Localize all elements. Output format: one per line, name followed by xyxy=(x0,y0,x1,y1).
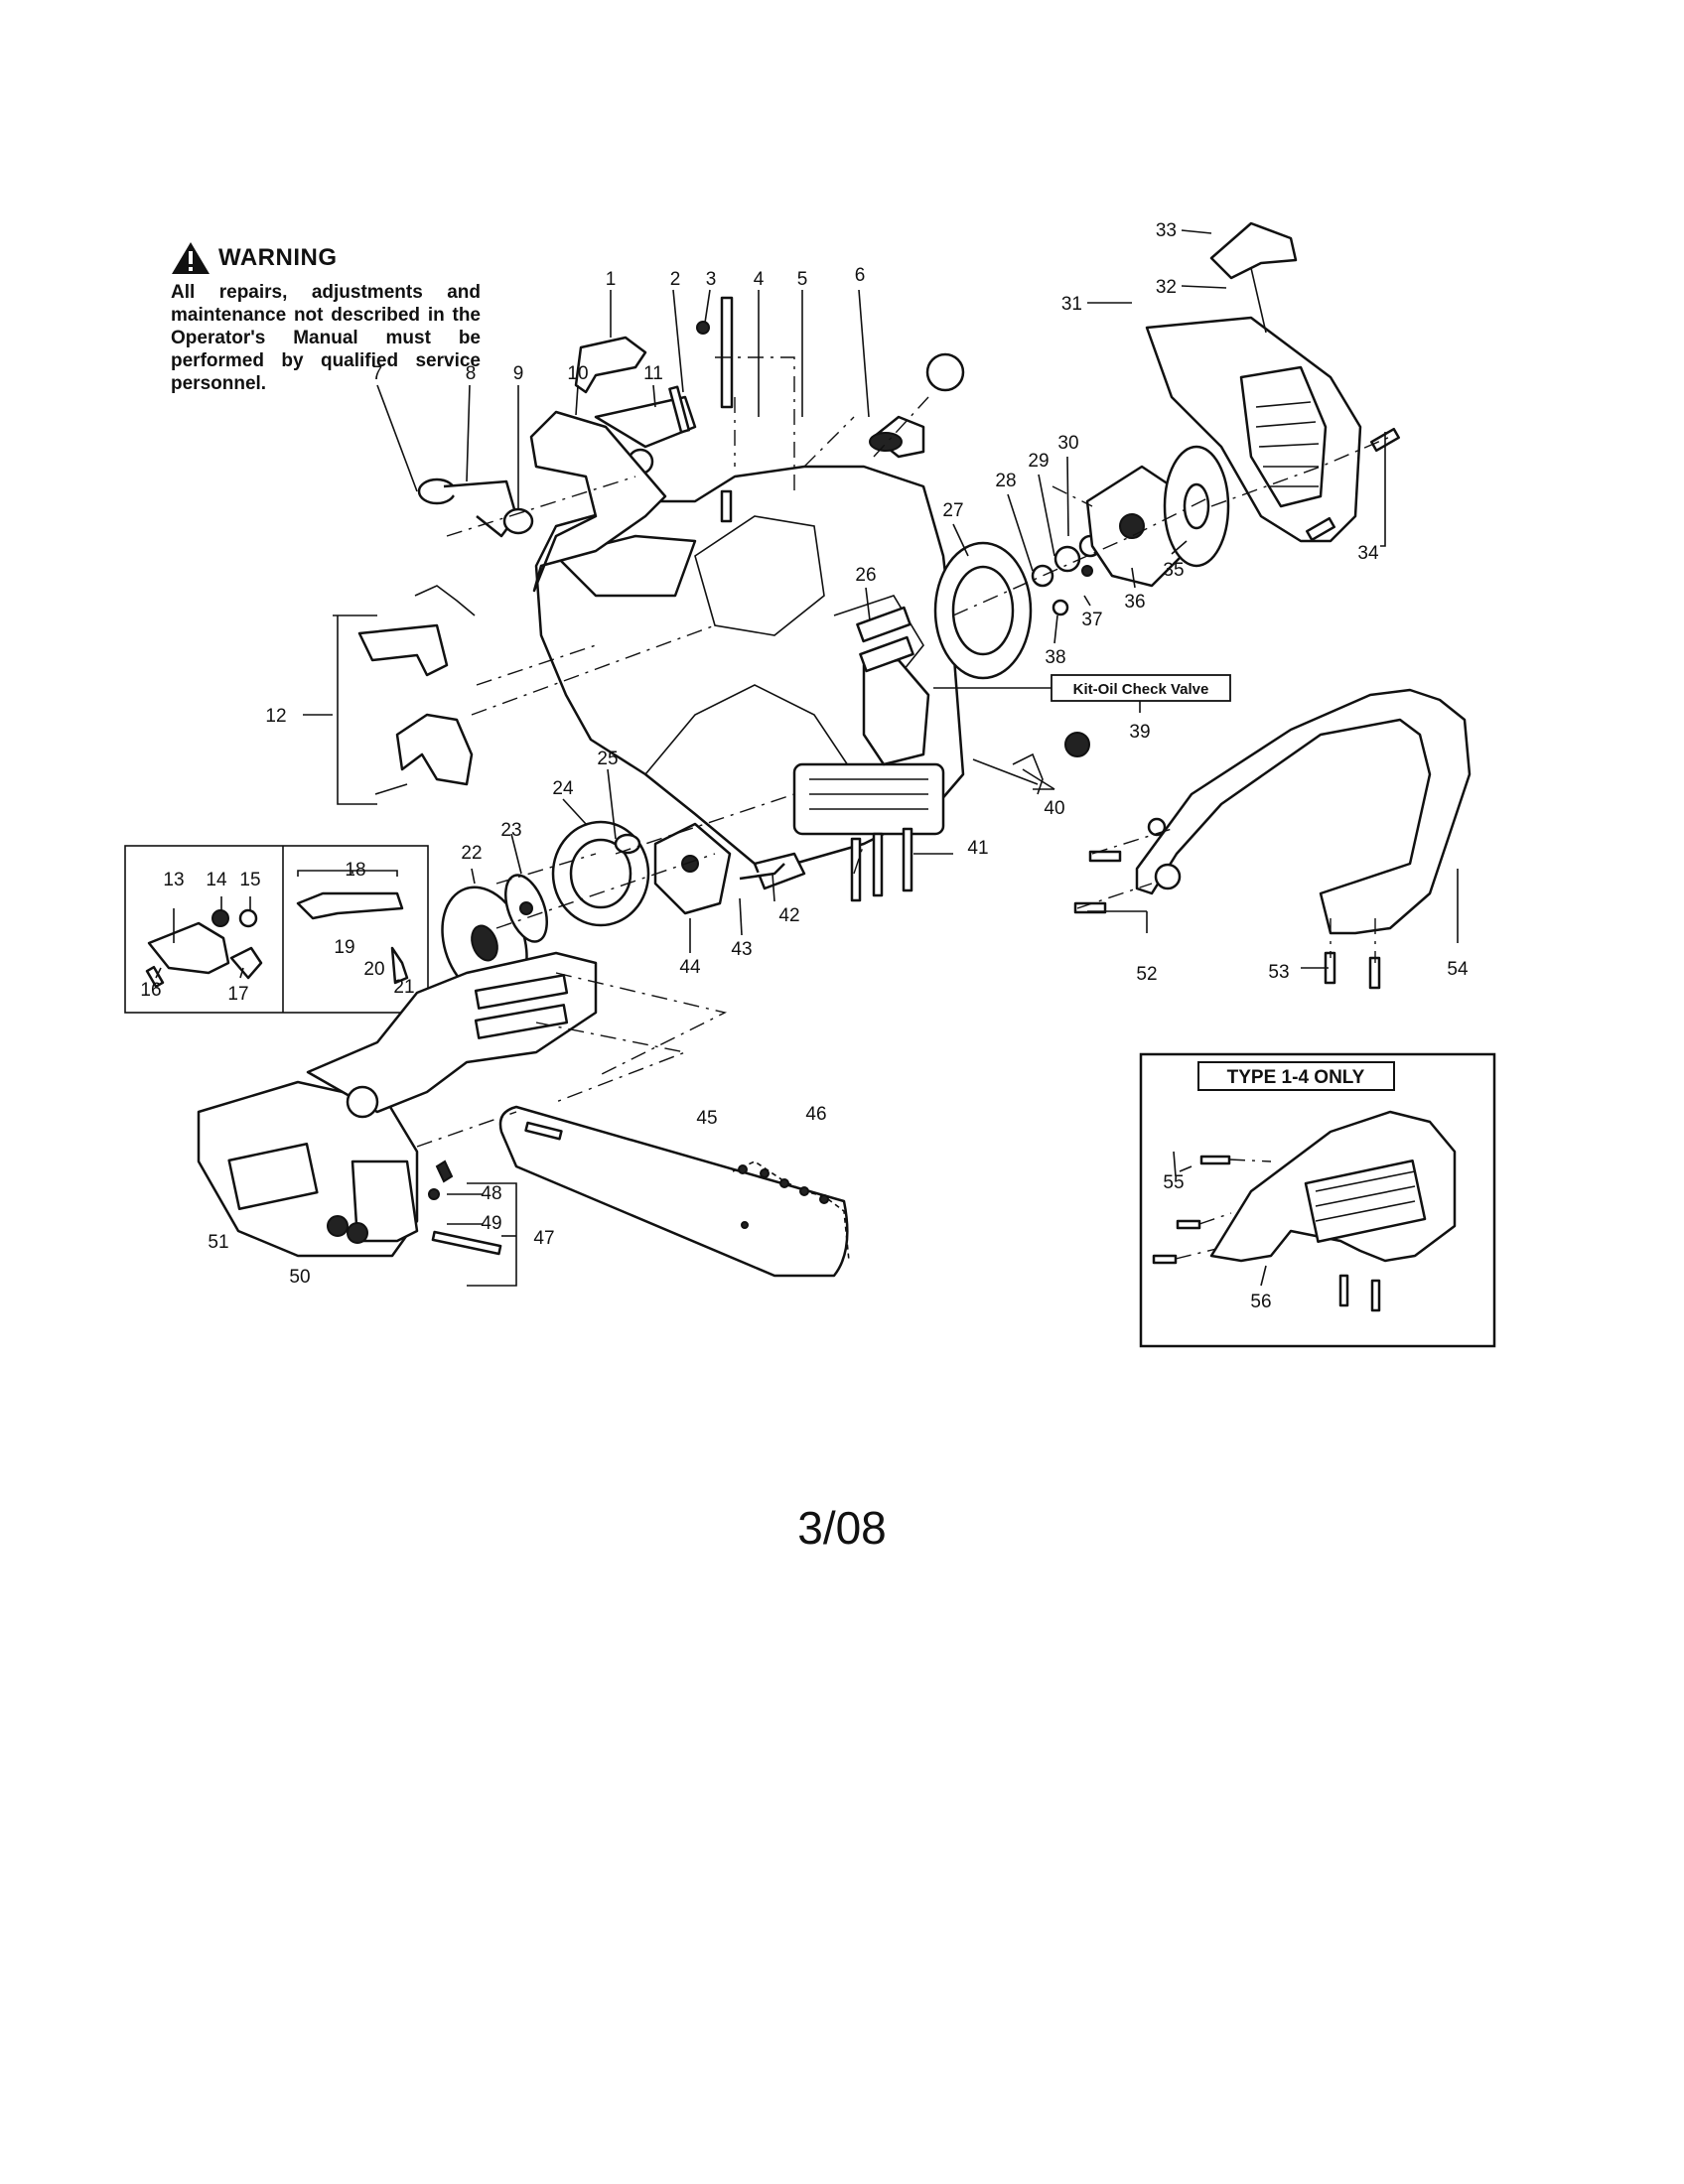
ref-7: 7 xyxy=(372,363,383,384)
ref-53: 53 xyxy=(1268,962,1289,983)
ref-52: 52 xyxy=(1136,964,1157,985)
ref-21: 21 xyxy=(393,977,414,998)
ref-27: 27 xyxy=(942,500,963,521)
handle-cover xyxy=(529,395,697,593)
warning-notice: WARNING All repairs, adjustments and mai… xyxy=(171,241,481,395)
ref-10: 10 xyxy=(567,363,588,384)
ref-49: 49 xyxy=(481,1213,501,1234)
ref-5: 5 xyxy=(797,269,808,290)
ref-30: 30 xyxy=(1057,433,1078,454)
ref-25: 25 xyxy=(597,749,618,769)
ref-36: 36 xyxy=(1124,592,1145,613)
ref-12: 12 xyxy=(265,706,286,727)
ref-38: 38 xyxy=(1045,647,1065,668)
side-cover xyxy=(197,951,598,1258)
ref-2: 2 xyxy=(670,269,681,290)
ref-32: 32 xyxy=(1156,277,1177,298)
ref-46: 46 xyxy=(805,1104,826,1125)
ref-33: 33 xyxy=(1156,220,1177,241)
ref-20: 20 xyxy=(363,959,384,980)
inset-box-type-1-4: TYPE 1-4 ONLY xyxy=(1139,1052,1496,1348)
tensioner-parts xyxy=(428,1160,502,1256)
ref-44: 44 xyxy=(679,957,701,978)
ref-40: 40 xyxy=(1044,798,1064,819)
ref-17: 17 xyxy=(227,984,248,1005)
ref-34: 34 xyxy=(1357,543,1379,564)
engine-housing xyxy=(534,448,965,866)
warning-header: WARNING xyxy=(171,241,481,275)
ref-16: 16 xyxy=(140,980,161,1001)
ref-24: 24 xyxy=(552,778,574,799)
starter-assembly xyxy=(933,445,1230,680)
ref-3: 3 xyxy=(706,269,717,290)
kit-oil-check-valve-label: Kit-Oil Check Valve xyxy=(1073,681,1209,698)
ref-56: 56 xyxy=(1250,1292,1271,1312)
ref-51: 51 xyxy=(208,1232,228,1253)
ref-15: 15 xyxy=(239,870,260,890)
inset-box-chain-adjuster xyxy=(124,845,429,1014)
inset-chain-adjuster-parts xyxy=(145,891,409,989)
ref-23: 23 xyxy=(500,820,521,841)
ref-50: 50 xyxy=(289,1267,310,1288)
ref-48: 48 xyxy=(481,1183,501,1204)
ref-41: 41 xyxy=(967,838,988,859)
warning-title: WARNING xyxy=(218,244,338,271)
ref-9: 9 xyxy=(513,363,524,384)
reference-numbers: 1 2 3 4 5 6 7 8 9 10 11 12 13 14 15 16 1… xyxy=(140,220,1469,1312)
ref-45: 45 xyxy=(696,1108,717,1129)
throttle-parts xyxy=(357,296,965,795)
ref-54: 54 xyxy=(1447,959,1469,980)
guide-bar-and-chain xyxy=(498,1105,850,1278)
ref-18: 18 xyxy=(345,860,365,881)
ref-47: 47 xyxy=(533,1228,554,1249)
ref-8: 8 xyxy=(466,363,477,384)
leader-lines xyxy=(155,229,1459,1287)
ref-42: 42 xyxy=(778,905,799,926)
warning-text: All repairs, adjustments and maintenance… xyxy=(171,282,481,394)
ref-6: 6 xyxy=(855,265,866,286)
ref-4: 4 xyxy=(754,269,765,290)
date-code: 3/08 xyxy=(797,1502,887,1554)
oil-check-valve-parts: Kit-Oil Check Valve xyxy=(850,606,1231,902)
type-1-4-handle xyxy=(1152,1110,1457,1312)
ref-39: 39 xyxy=(1129,722,1150,743)
ref-22: 22 xyxy=(461,843,482,864)
warning-triangle-icon xyxy=(172,242,210,274)
ref-28: 28 xyxy=(995,471,1016,491)
ref-29: 29 xyxy=(1028,451,1049,472)
ref-43: 43 xyxy=(731,939,752,960)
ref-1: 1 xyxy=(606,269,617,290)
ref-14: 14 xyxy=(206,870,227,890)
ref-55: 55 xyxy=(1163,1172,1184,1193)
assembly-centerlines xyxy=(416,356,1391,1260)
ref-13: 13 xyxy=(163,870,184,890)
ref-19: 19 xyxy=(334,937,354,958)
ref-35: 35 xyxy=(1163,560,1184,581)
starter-housing xyxy=(1145,221,1401,543)
ref-11: 11 xyxy=(643,363,663,384)
ref-37: 37 xyxy=(1081,610,1102,630)
type-1-4-only-label: TYPE 1-4 ONLY xyxy=(1227,1067,1365,1088)
ref-26: 26 xyxy=(855,565,876,586)
ref-31: 31 xyxy=(1061,294,1082,315)
